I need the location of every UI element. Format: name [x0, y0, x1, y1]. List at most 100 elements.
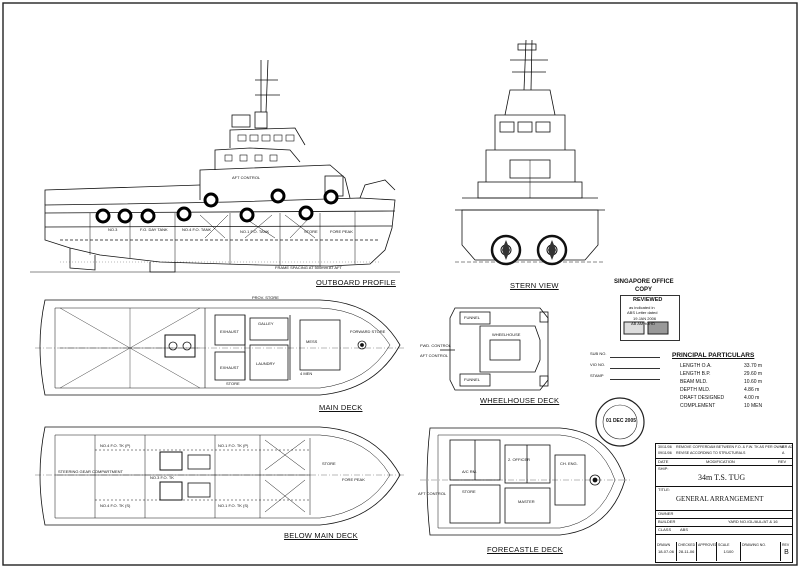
laundry-label: LAUNDRY: [256, 361, 276, 366]
footer-value: [741, 548, 780, 550]
four-men-label: 4 MEN: [300, 371, 313, 376]
wheelhouse-deck-title: WHEELHOUSE DECK: [480, 396, 560, 405]
reviewed-by: AB AMHOHD: [631, 321, 656, 326]
particulars-row: LENGTH O.A.33.70 m: [680, 363, 790, 371]
below-main-deck-title: BELOW MAIN DECK: [284, 531, 358, 540]
builder-label: BUILDER: [658, 519, 676, 524]
prov-store-label: PROV. STORE: [252, 295, 279, 300]
funnel-label-2: FUNNEL: [464, 377, 481, 382]
revision-text: REVISE ACCORDING TO STRUCTURALS: [676, 451, 746, 455]
round-stamp-date: 01 DEC 2005: [606, 418, 637, 424]
footer-header: SCALE: [718, 543, 730, 547]
reviewed-line2: as indicated in: [629, 305, 655, 310]
forecastle-deck-title: FORECASTLE DECK: [487, 545, 563, 554]
class-value: ABS: [680, 527, 689, 532]
wheelhouse-deck-plan: [440, 307, 549, 391]
class-label: CLASS: [658, 527, 672, 532]
no1-fo-tk-p-label: NO.1 F.O. TK (P): [218, 443, 249, 448]
mess-label: MESS: [306, 339, 318, 344]
abs-logo: [623, 321, 669, 335]
below-fore-peak-label: FORE PEAK: [342, 477, 365, 482]
ch-eng-label: CH. ENG.: [560, 461, 578, 466]
review-stamp: REVIEWED as indicated in ABS Letter date…: [620, 295, 680, 341]
particulars-row: BEAM MLD. 10.60 m: [680, 379, 790, 387]
footer-value: 28-11-06: [678, 549, 695, 554]
reviewed-date: 19 JAN 2006: [633, 316, 657, 321]
wheelhouse-label: WHEELHOUSE: [492, 332, 521, 337]
forecastle-deck-plan: [426, 427, 626, 536]
particulars-label: BEAM MLD.: [680, 379, 708, 385]
stamp-line: [610, 379, 660, 380]
particulars-value: 33.70 m: [744, 363, 763, 369]
particulars-value: 4.86 m: [744, 387, 760, 393]
reviewed-label: REVIEWED: [633, 297, 663, 303]
title-block: 30/11/06 REMOVE COFFERDAM BETWEEN F.O. & …: [655, 443, 793, 563]
stamp-label: STAMP: [590, 373, 604, 378]
particulars-value: 10.60 m: [744, 379, 763, 385]
galley-label: GALLEY: [258, 321, 274, 326]
outboard-profile: [30, 59, 400, 273]
no4-fo-tk-p-label: NO.4 F.O. TK (P): [100, 443, 131, 448]
footer-header: DRAWN: [657, 543, 671, 547]
particulars-value: 10 MEN: [744, 403, 763, 409]
particulars-row: LENGTH B.P.29.60 m: [680, 371, 790, 379]
tyre-fenders: [95, 188, 339, 224]
fo-day-tank-label: F.O. DAY TANK: [140, 227, 168, 232]
ac-room-label: A/C RM.: [462, 469, 478, 474]
no3-fo-tk-label: NO.3 F.O. TK: [150, 475, 174, 480]
footer-value: [697, 548, 716, 550]
footer-value: B: [784, 549, 789, 556]
fc-aft-control-label: AFT CONTROL: [418, 491, 447, 496]
revision-text: REMOVE COFFERDAM BETWEEN F.O. & F.W. TK …: [676, 445, 792, 449]
ref-no: YARD NO./GL/AUL/AT & 16: [728, 519, 778, 524]
footer-header: DRAWING NO.: [742, 543, 766, 547]
below-store-label: STORE: [322, 461, 336, 466]
main-deck-plan: [39, 299, 401, 396]
title-label: TITLE:: [658, 487, 671, 492]
ship-name: 34m T.S. TUG: [698, 473, 746, 482]
revision-row: 30/11/06 REMOVE COFFERDAM BETWEEN F.O. & …: [656, 445, 792, 451]
principal-particulars-title: PRINCIPAL PARTICULARS: [672, 352, 755, 359]
footer-cell: REV B: [780, 542, 792, 561]
frame-spacing-label: FRAME SPACING AT 500mm AT AFT: [275, 265, 342, 270]
master-label: MASTER: [518, 499, 535, 504]
particulars-value: 29.60 m: [744, 371, 763, 377]
reviewed-line3: ABS Letter dated: [627, 310, 658, 315]
no4-fo-tank-label: NO.4 F.O. TANK: [182, 227, 212, 232]
vio-no-line: [610, 368, 660, 369]
sub-no-line: [610, 357, 660, 358]
rev-header-rev: REV: [778, 459, 787, 464]
revision-rev: A: [782, 451, 785, 455]
aft-control-label: AFT CONTROL: [232, 175, 261, 180]
footer-cell: APPROVED: [696, 542, 716, 561]
profile-fore-peak-label: FORE PEAK: [330, 229, 353, 234]
profile-store-label: STORE: [304, 229, 318, 234]
no1-fo-tk-s-label: NO.1 F.O. TK (S): [218, 503, 249, 508]
no4-fo-tk-s-label: NO.4 F.O. TK (S): [100, 503, 131, 508]
footer-cell: DRAWING NO.: [740, 542, 780, 561]
revision-date: 09/11/06: [658, 451, 672, 455]
sub-no-label: SUB NO.: [590, 351, 607, 356]
particulars-label: DEPTH MLD.: [680, 387, 711, 393]
revision-row: 09/11/06 REVISE ACCORDING TO STRUCTURALS A: [656, 451, 792, 457]
no3-fo-label: NO.3: [108, 227, 118, 232]
stern-view: [455, 39, 605, 263]
particulars-label: DRAFT DESIGNED: [680, 395, 725, 401]
steering-gear-label: STEERING GEAR COMPARTMENT: [58, 469, 123, 474]
rev-header-mod: MODIFICATION: [706, 459, 735, 464]
footer-value: 1/100: [723, 549, 734, 554]
footer-header: APPROVED: [698, 543, 716, 547]
singapore-copy-label: COPY: [635, 287, 653, 293]
drawing-title: GENERAL ARRANGEMENT: [676, 495, 764, 503]
revision-date: 30/11/06: [658, 445, 672, 449]
dimension-lines: [35, 347, 630, 481]
wh-aft-control-label: AFT CONTROL: [420, 353, 449, 358]
no1-fo-tank-label: NO.1 F.O. TANK: [240, 229, 270, 234]
footer-header: REV: [782, 543, 790, 547]
stern-view-title: STERN VIEW: [510, 281, 559, 290]
